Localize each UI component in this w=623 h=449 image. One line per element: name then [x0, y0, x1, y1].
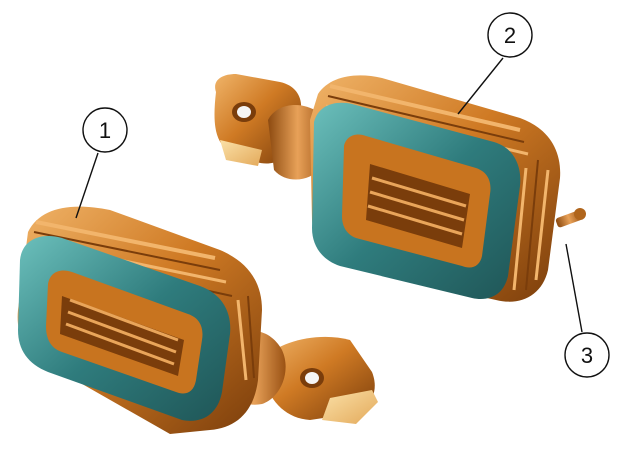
teal-frame-left	[18, 236, 231, 421]
callout-1: 1	[75, 107, 128, 219]
callout-3-label: 3	[581, 343, 593, 368]
callout-1-label: 1	[99, 118, 111, 143]
mounting-tab-left	[262, 336, 378, 424]
callout-2-label: 2	[504, 23, 516, 48]
retaining-pin	[555, 208, 586, 228]
footpeg-right	[214, 74, 586, 302]
footpeg-left	[17, 206, 378, 434]
callout-3: 3	[564, 243, 610, 378]
callout-2: 2	[457, 12, 533, 115]
teal-frame-right	[312, 102, 521, 300]
